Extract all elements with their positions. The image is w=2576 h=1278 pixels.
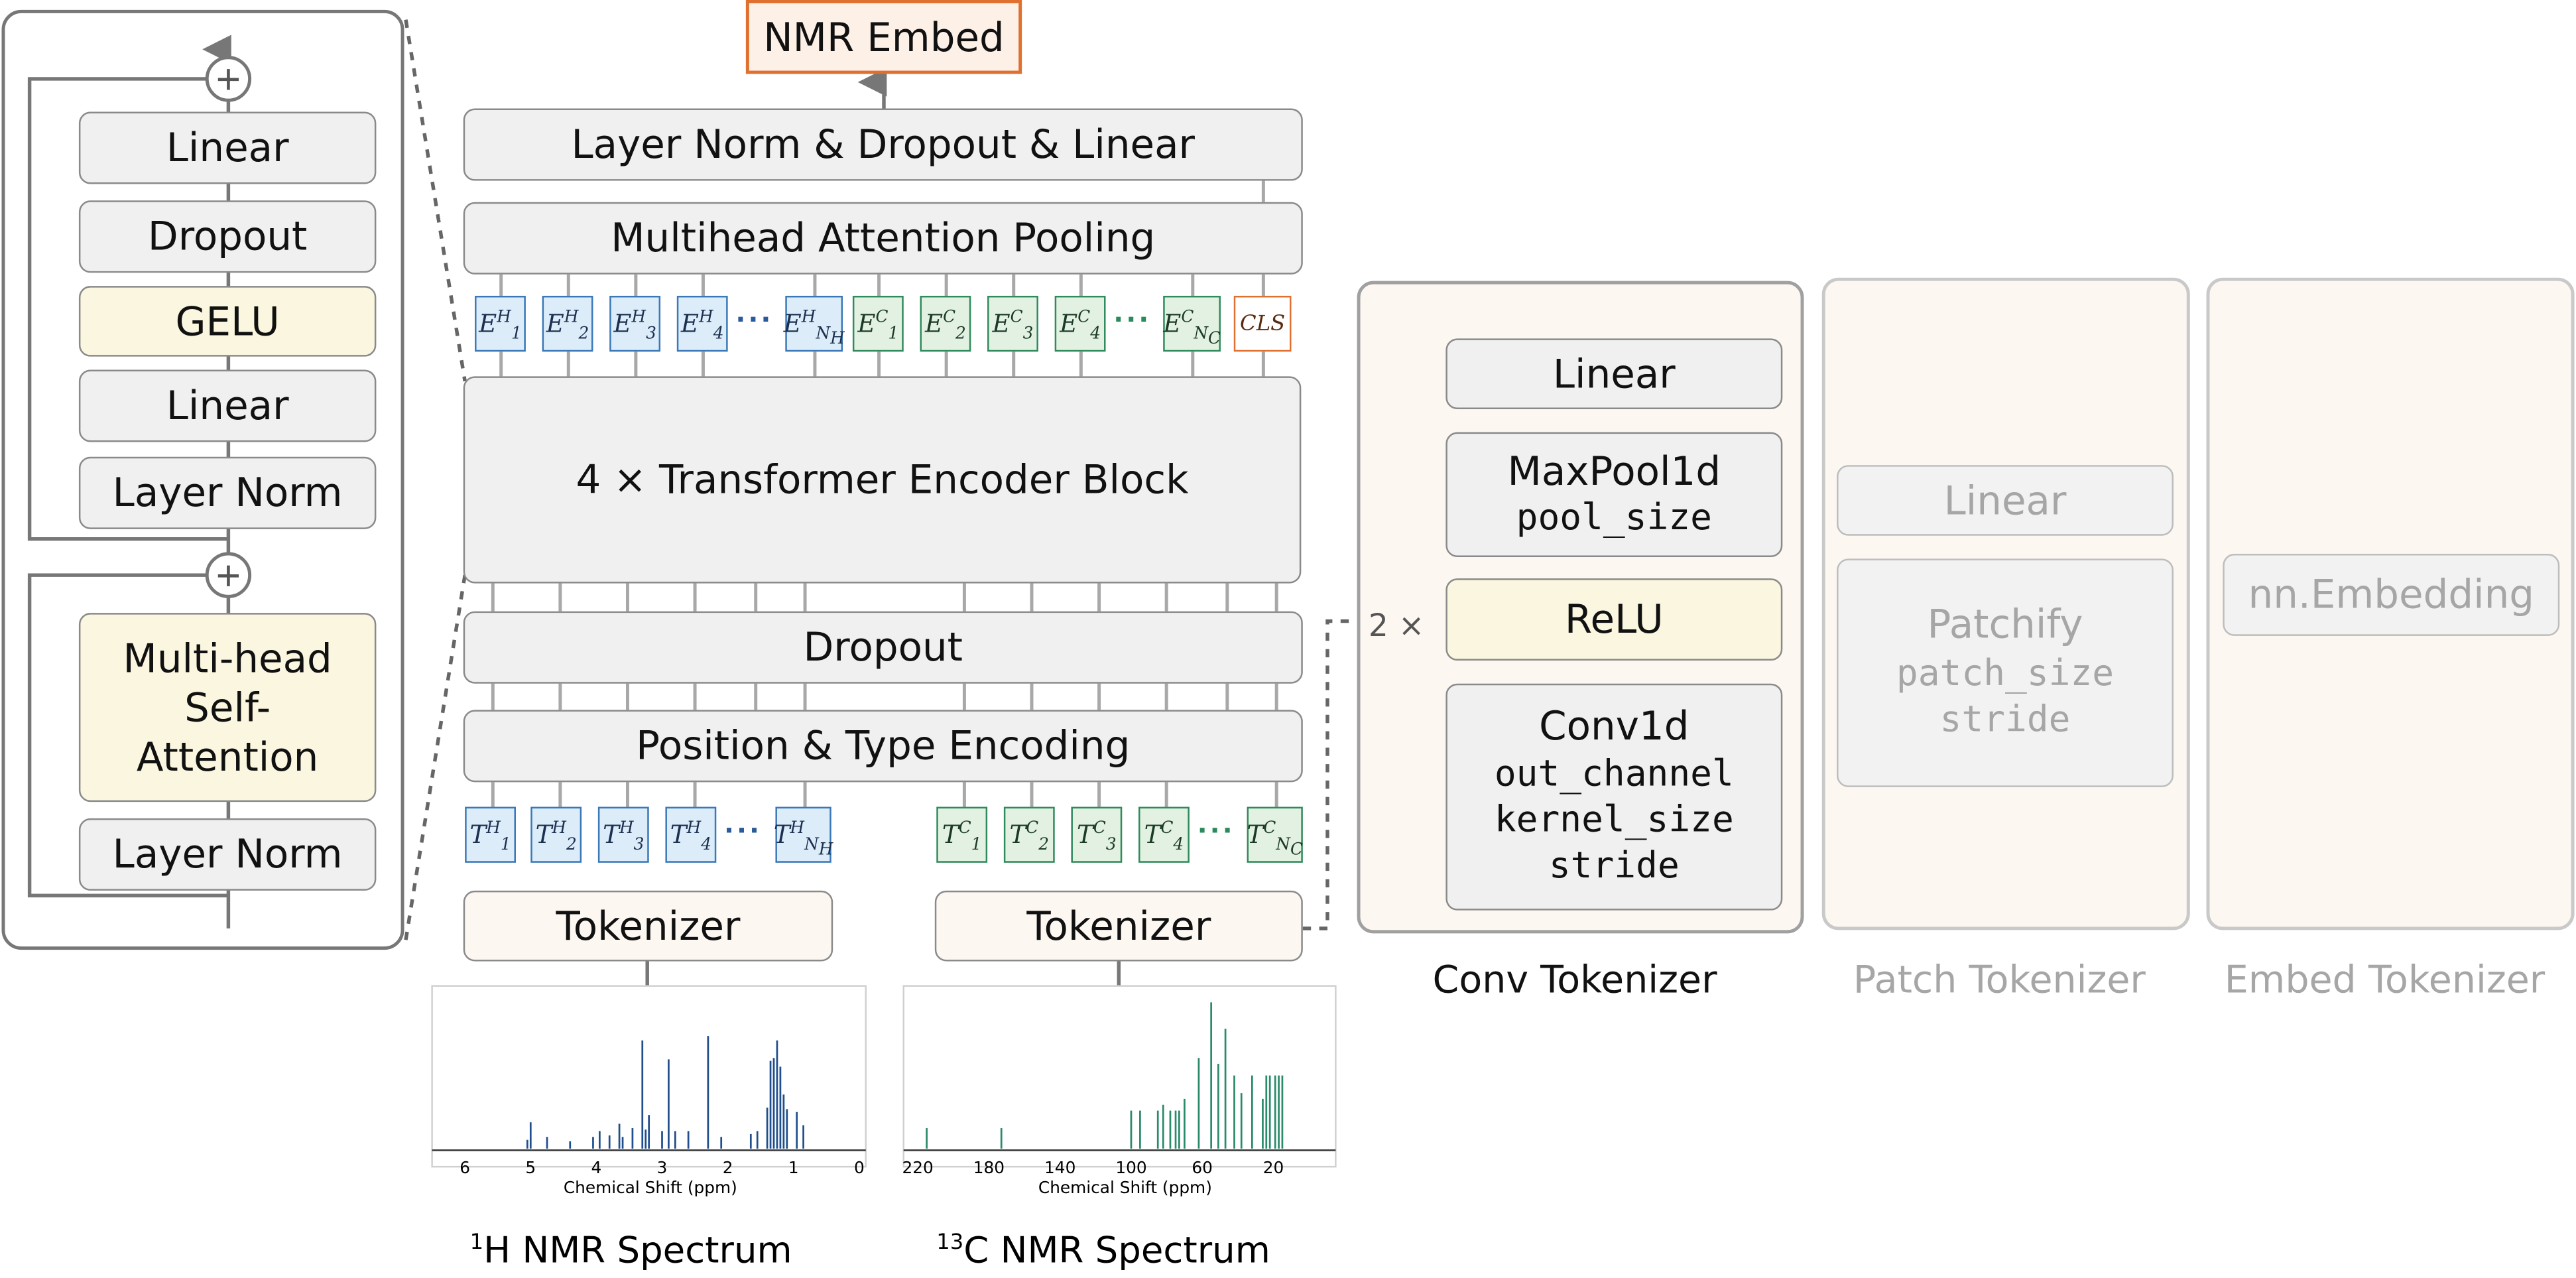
residual-add-icon: + <box>205 56 252 102</box>
detail-linear-top: Linear <box>78 111 377 184</box>
detail-dropout: Dropout <box>78 200 377 273</box>
encoder-block-detail <box>1 9 404 950</box>
residual-add-icon: + <box>205 552 252 598</box>
patchify-label: Patchify <box>1927 602 2083 648</box>
c-spectrum-title: 13C NMR Spectrum <box>936 1230 1270 1273</box>
h-tokenizer: Tokenizer <box>463 890 833 962</box>
h-spectrum-title: 1H NMR Spectrum <box>469 1230 792 1273</box>
input-token-h: TH4 <box>665 806 717 863</box>
input-token-h: TH1 <box>465 806 516 863</box>
tick-label: 5 <box>525 1160 536 1179</box>
embedding-token-c: EC2 <box>920 295 971 352</box>
input-token-h: TH3 <box>597 806 649 863</box>
detail-linear-bottom: Linear <box>78 369 377 442</box>
tick-label: 4 <box>591 1160 602 1179</box>
attention-pooling-block: Multihead Attention Pooling <box>463 202 1303 275</box>
embedding-token-c: EC1 <box>852 295 904 352</box>
h-spectrum-xlabel: Chemical Shift (ppm) <box>563 1179 737 1198</box>
cls-token: CLS <box>1233 295 1292 352</box>
tick-label: 180 <box>973 1160 1005 1179</box>
head-block: Layer Norm & Dropout & Linear <box>463 108 1303 181</box>
transformer-encoder-block: 4 × Transformer Encoder Block <box>463 376 1302 584</box>
position-type-encoding-block: Position & Type Encoding <box>463 710 1303 783</box>
input-token-h: THNH <box>774 806 833 863</box>
patch-patchify: Patchify patch_size stride <box>1837 558 2174 787</box>
embed-nn-embedding: nn.Embedding <box>2223 553 2560 636</box>
embedding-token-h: EH4 <box>676 295 728 352</box>
tick-label: 3 <box>656 1160 668 1179</box>
conv1d-param: out_channel <box>1494 754 1734 796</box>
ellipsis: ··· <box>724 813 763 850</box>
conv-linear: Linear <box>1445 338 1783 409</box>
input-token-c: TC2 <box>1003 806 1055 863</box>
maxpool-label: MaxPool1d <box>1507 449 1721 495</box>
c-tokenizer: Tokenizer <box>934 890 1303 962</box>
conv-tokenizer-title: Conv Tokenizer <box>1432 959 1717 1003</box>
embedding-token-h: EH1 <box>475 295 526 352</box>
maxpool-param: pool_size <box>1516 498 1713 540</box>
nmr-embed-output: NMR Embed <box>745 0 1022 74</box>
patchify-param: stride <box>1939 700 2071 741</box>
conv-repeat-label: 2 × <box>1368 607 1425 645</box>
tick-label: 140 <box>1044 1160 1076 1179</box>
embed-tokenizer-title: Embed Tokenizer <box>2224 959 2545 1003</box>
embedding-token-h: EH2 <box>542 295 593 352</box>
tick-label: 2 <box>722 1160 733 1179</box>
conv-relu: ReLU <box>1445 578 1783 661</box>
input-token-c: TC1 <box>936 806 988 863</box>
tick-label: 6 <box>460 1160 471 1179</box>
h-spectrum-chart <box>431 985 867 1168</box>
dropout-block: Dropout <box>463 611 1303 684</box>
input-token-c: TC3 <box>1071 806 1123 863</box>
detail-layer-norm-top: Layer Norm <box>78 456 377 529</box>
ellipsis: ··· <box>736 302 774 339</box>
detail-multihead-self-attention: Multi-head Self-Attention <box>78 613 377 802</box>
embedding-token-h: EHNH <box>784 295 845 352</box>
patchify-param: patch_size <box>1896 653 2115 694</box>
tick-label: 220 <box>902 1160 934 1179</box>
conv-conv1d: Conv1d out_channel kernel_size stride <box>1445 683 1783 911</box>
tick-label: 1 <box>788 1160 799 1179</box>
embedding-token-c: EC3 <box>987 295 1038 352</box>
tick-label: 20 <box>1262 1160 1284 1179</box>
c-spectrum-xlabel: Chemical Shift (ppm) <box>1038 1179 1212 1198</box>
conv1d-param: kernel_size <box>1494 800 1734 842</box>
input-token-c: TCNC <box>1247 806 1303 863</box>
detail-gelu: GELU <box>78 286 377 357</box>
input-token-h: TH2 <box>530 806 582 863</box>
embedding-token-h: EH3 <box>609 295 661 352</box>
tick-label: 60 <box>1192 1160 1213 1179</box>
embedding-token-c: EC4 <box>1054 295 1106 352</box>
conv-maxpool: MaxPool1d pool_size <box>1445 432 1783 557</box>
patch-tokenizer-title: Patch Tokenizer <box>1853 959 2146 1003</box>
conv1d-label: Conv1d <box>1539 704 1689 750</box>
embedding-token-c: ECNC <box>1163 295 1221 352</box>
c-spectrum-chart <box>902 985 1337 1168</box>
tick-label: 100 <box>1115 1160 1147 1179</box>
detail-layer-norm-bottom: Layer Norm <box>78 818 377 891</box>
conv1d-param: stride <box>1548 847 1680 889</box>
ellipsis: ··· <box>1113 302 1152 339</box>
ellipsis: ··· <box>1197 813 1236 850</box>
tick-label: 0 <box>853 1160 865 1179</box>
input-token-c: TC4 <box>1138 806 1190 863</box>
patch-linear: Linear <box>1837 465 2174 536</box>
